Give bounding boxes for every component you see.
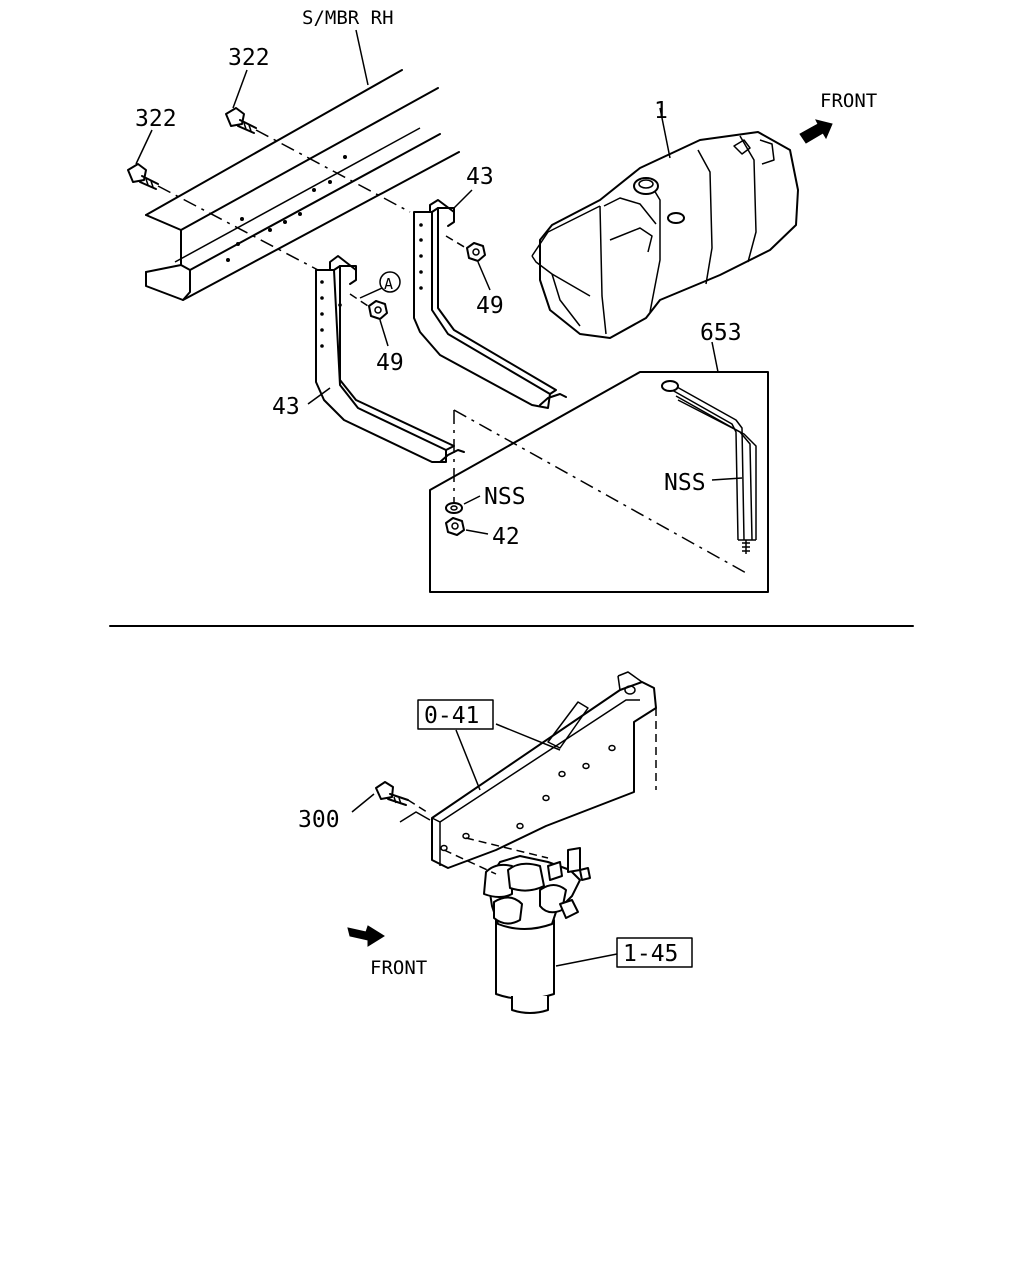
bolt-300-label: 300 (298, 807, 340, 833)
ref-0-41-box (417, 699, 494, 730)
bracket-43-left-label: 43 (272, 394, 300, 420)
bolt-322-top-label: 322 (228, 45, 270, 71)
bracket-43-right-label: 43 (466, 164, 494, 190)
nut-42 (445, 517, 465, 536)
tank-label: 1 (654, 98, 668, 124)
ref-1-45-box (616, 937, 693, 968)
bolt-322-top (225, 107, 257, 134)
nss-washer-label: NSS (484, 484, 526, 510)
front-arrow-top (799, 119, 833, 144)
washer-nss (445, 502, 463, 514)
fuel-filter (443, 837, 591, 1014)
ref-0-41-label: 0-41 (424, 703, 479, 729)
strap-assembly-label: 653 (700, 320, 742, 346)
nss-strap-label: NSS (664, 470, 706, 496)
fuel-tank (531, 131, 799, 339)
filter-mounting-bracket (431, 671, 657, 869)
nut-49-right-label: 49 (476, 293, 504, 319)
front-bottom-label: FRONT (370, 957, 427, 979)
front-top-label: FRONT (820, 90, 877, 112)
circle-a-label: A (384, 275, 393, 293)
nut-49-right (466, 242, 486, 262)
bolt-322-left (127, 163, 159, 190)
nut-42-label: 42 (492, 524, 520, 550)
ref-1-45-label: 1-45 (623, 941, 678, 967)
bolt-322-left-label: 322 (135, 106, 177, 132)
side-member-label: S/MBR RH (302, 7, 394, 29)
side-member-rail (145, 69, 460, 301)
bolt-300 (375, 781, 409, 806)
circle-a-marker (379, 271, 401, 293)
fuel-tank-strap (661, 380, 757, 554)
front-arrow-bottom (347, 925, 385, 947)
nut-49-left (368, 300, 388, 320)
strap-detail-box (429, 371, 769, 593)
bracket-43-right (413, 199, 567, 409)
nut-49-left-label: 49 (376, 350, 404, 376)
